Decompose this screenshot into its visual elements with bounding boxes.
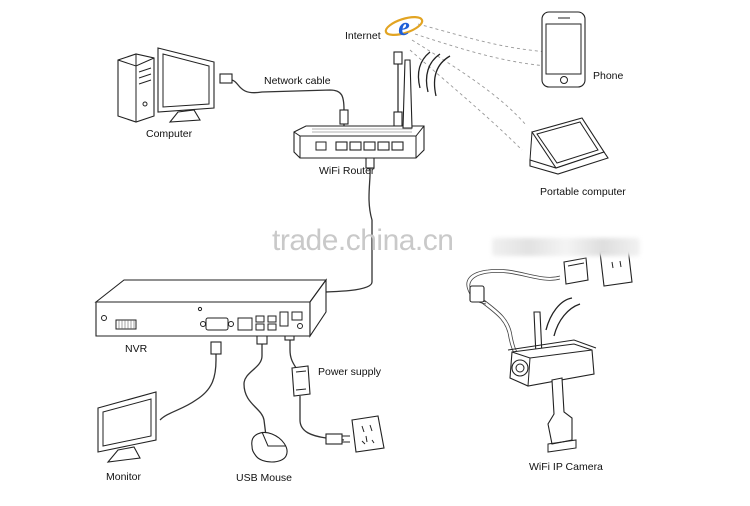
nvr-top — [94, 279, 328, 303]
label-wifi-router: WiFi Router — [319, 165, 375, 177]
camera-housing — [509, 343, 595, 387]
desktop-computer — [117, 47, 215, 123]
network-cable-plug-computer — [219, 73, 233, 84]
wireless-link-laptop-top — [411, 39, 527, 126]
smartphone — [541, 11, 586, 88]
mouse-body — [251, 431, 288, 463]
label-network-cable: Network cable — [264, 75, 331, 87]
label-usb-mouse: USB Mouse — [236, 472, 293, 484]
internet-icon: e — [384, 12, 424, 41]
wifi-router — [293, 51, 451, 159]
network-cable-plug-router — [339, 109, 349, 125]
power-ac-plug — [325, 433, 343, 445]
blurred-watermark-strip — [492, 238, 640, 256]
power-adapter-cable — [299, 396, 345, 441]
label-power-supply: Power supply — [318, 366, 382, 378]
nvr-side — [309, 278, 327, 338]
power-adapter — [291, 365, 311, 397]
watermark-text: trade.china.cn — [272, 224, 454, 257]
wireless-link-phone-bottom — [414, 33, 547, 67]
pc-monitor — [157, 47, 215, 113]
wireless-link-laptop-bottom — [409, 49, 523, 151]
wall-socket — [351, 415, 385, 453]
nvr-recorder — [94, 278, 328, 338]
label-nvr: NVR — [125, 343, 148, 355]
router-antenna — [402, 59, 413, 129]
nvr-front — [95, 301, 311, 337]
laptop — [529, 117, 609, 175]
network-cable-computer-router — [231, 79, 345, 128]
vga-cable — [159, 345, 217, 421]
internet-cable-plug-top — [393, 51, 403, 65]
usb-mouse-device — [251, 431, 288, 463]
wifi-ip-camera-device — [507, 247, 633, 453]
monitor-screen — [97, 391, 157, 453]
label-phone: Phone — [593, 70, 624, 82]
laptop-base — [529, 151, 609, 175]
label-wifi-ip-camera: WiFi IP Camera — [529, 461, 603, 473]
camera-bracket — [547, 377, 573, 445]
vga-cable-plug — [210, 341, 222, 355]
display-monitor — [97, 391, 157, 463]
label-monitor: Monitor — [106, 471, 142, 483]
label-computer: Computer — [146, 128, 193, 140]
usb-mouse-cable — [243, 336, 267, 437]
wireless-link-phone-top — [417, 23, 549, 53]
label-portable-computer: Portable computer — [540, 186, 626, 198]
svg-text:e: e — [398, 12, 410, 41]
internet-cable-plug-router — [393, 111, 403, 127]
label-internet: Internet — [345, 30, 381, 42]
camera-cable-junction — [469, 285, 485, 303]
phone-body — [541, 11, 586, 88]
